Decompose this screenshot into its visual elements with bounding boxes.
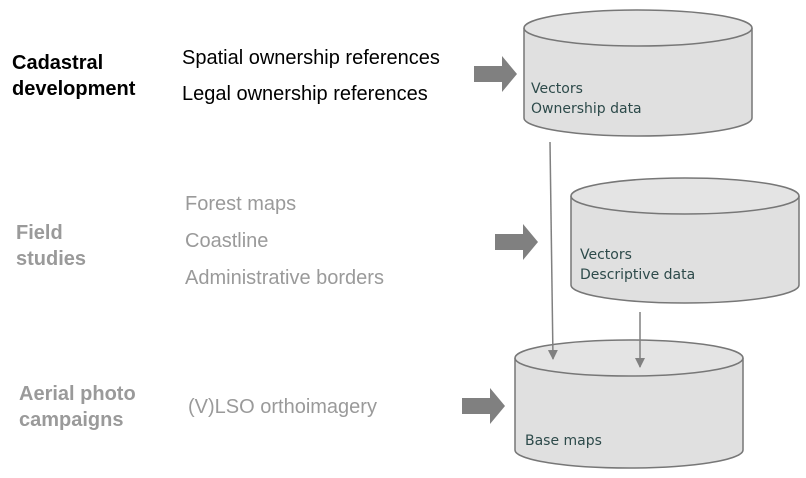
item-spatial-ownership: Spatial ownership references [182, 47, 440, 69]
item-administrative-borders: Administrative borders [185, 267, 384, 289]
database-cylinder-base-maps [514, 339, 744, 469]
database-cylinder-descriptive [570, 177, 800, 304]
item-forest-maps: Forest maps [185, 193, 297, 215]
item-legal-ownership: Legal ownership references [182, 83, 428, 105]
row-label-line: studies [16, 248, 87, 270]
database-label-line: Ownership data [531, 101, 642, 117]
database-label-line: Vectors [531, 81, 583, 97]
row-label-line: Aerial photo [19, 383, 136, 405]
item-coastline: Coastline [185, 230, 269, 252]
row-label-field: Field studies [16, 220, 86, 272]
row-label-line: development [12, 78, 136, 100]
database-label-line: Base maps [525, 433, 602, 449]
row-label-line: Cadastral [12, 52, 104, 74]
database-cylinder-ownership [523, 9, 753, 137]
database-label-descriptive: Vectors Descriptive data [580, 245, 695, 285]
row-label-cadastral: Cadastral development [12, 50, 135, 102]
row-label-line: Field [16, 222, 63, 244]
database-label-ownership: Vectors Ownership data [531, 79, 642, 119]
block-arrow-cadastral [474, 56, 517, 92]
row-label-aerial: Aerial photo campaigns [19, 381, 136, 433]
database-label-line: Vectors [580, 247, 632, 263]
item-orthoimagery: (V)LSO orthoimagery [188, 396, 377, 418]
database-label-line: Descriptive data [580, 267, 696, 283]
block-arrow-aerial [462, 388, 505, 424]
connector-ownership-to-base-maps [547, 141, 558, 360]
row-label-line: campaigns [19, 409, 124, 431]
database-label-base-maps: Base maps [525, 431, 602, 451]
block-arrow-field [495, 224, 538, 260]
